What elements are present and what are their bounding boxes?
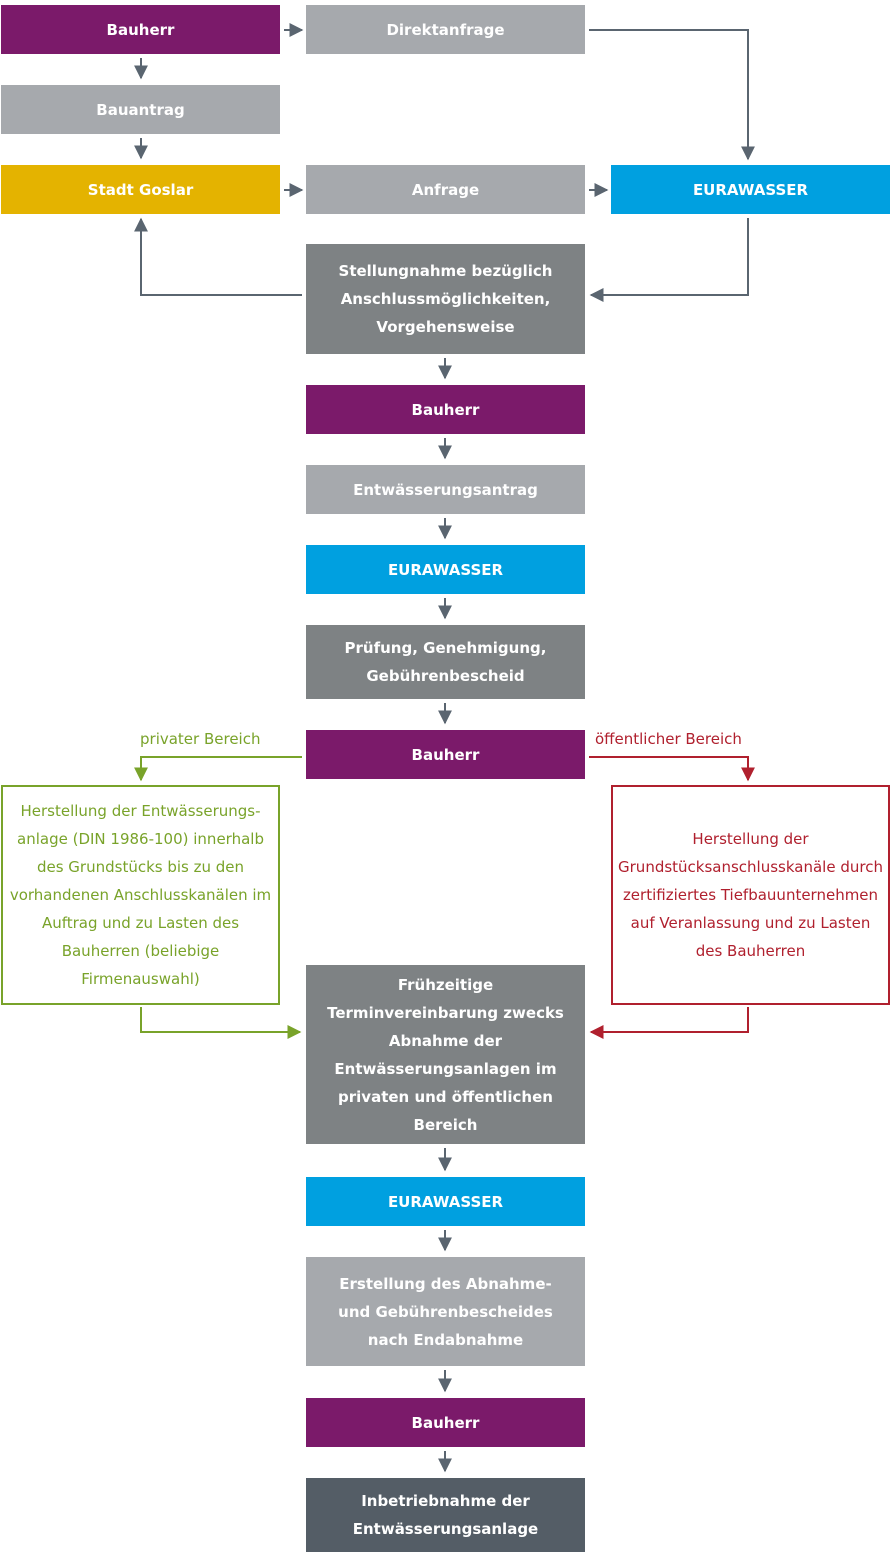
node-bauherr-start-label: Bauherr xyxy=(106,20,175,39)
node-terminvereinbarung: Frühzeitige Terminvereinbarung zwecks Ab… xyxy=(306,965,585,1144)
node-bauherr-2: Bauherr xyxy=(306,385,585,434)
arrow-private-to-terminvereinbarung xyxy=(140,1007,302,1039)
node-pruefung: Prüfung, Genehmigung, Gebührenbescheid xyxy=(306,625,585,699)
node-public-herstellung: Herstellung der Grundstücksanschlusskanä… xyxy=(611,785,890,1005)
node-stadt-goslar: Stadt Goslar xyxy=(1,165,280,214)
node-stellungnahme: Stellungnahme bezüglich Anschlussmöglich… xyxy=(306,244,585,354)
arrow-stellungnahme-to-stadt-goslar xyxy=(134,217,302,296)
node-inbetriebnahme: Inbetriebnahme der Entwässerungsanlage xyxy=(306,1478,585,1552)
node-private-herstellung: Herstellung der Entwässerungs-anlage (DI… xyxy=(1,785,280,1005)
node-bauherr-3-label: Bauherr xyxy=(411,745,480,764)
node-eurawasser-2: EURAWASSER xyxy=(306,545,585,594)
node-stellungnahme-label: Stellungnahme bezüglich Anschlussmöglich… xyxy=(338,262,553,336)
node-eurawasser-3-label: EURAWASSER xyxy=(387,1192,504,1211)
arrow-bauherr-to-public xyxy=(589,756,755,782)
node-bauherr-2-label: Bauherr xyxy=(411,400,480,419)
node-entwaesserungsantrag: Entwässerungsantrag xyxy=(306,465,585,514)
node-eurawasser-3: EURAWASSER xyxy=(306,1177,585,1226)
node-bauherr-3: Bauherr xyxy=(306,730,585,779)
node-bauantrag: Bauantrag xyxy=(1,85,280,134)
branch-label-public: öffentlicher Bereich xyxy=(595,730,742,748)
node-erstellung-label: Erstellung des Abnahme- und Gebührenbesc… xyxy=(338,1274,553,1349)
branch-label-private: privater Bereich xyxy=(140,730,261,748)
node-private-herstellung-label: Herstellung der Entwässerungs-anlage (DI… xyxy=(9,802,272,988)
node-pruefung-label: Prüfung, Genehmigung, Gebührenbescheid xyxy=(344,639,547,685)
node-direktanfrage-label: Direktanfrage xyxy=(386,20,505,39)
node-bauantrag-label: Bauantrag xyxy=(96,100,185,119)
node-anfrage: Anfrage xyxy=(306,165,585,214)
arrow-public-to-terminvereinbarung xyxy=(589,1007,749,1039)
node-eurawasser-2-label: EURAWASSER xyxy=(387,560,504,579)
node-terminvereinbarung-label: Frühzeitige Terminvereinbarung zwecks Ab… xyxy=(327,975,564,1134)
node-inbetriebnahme-label: Inbetriebnahme der Entwässerungsanlage xyxy=(352,1492,539,1538)
node-entwaesserungsantrag-label: Entwässerungsantrag xyxy=(353,480,538,499)
node-bauherr-4-label: Bauherr xyxy=(411,1413,480,1432)
node-stadt-goslar-label: Stadt Goslar xyxy=(87,180,194,199)
node-direktanfrage: Direktanfrage xyxy=(306,5,585,54)
node-eurawasser-1: EURAWASSER xyxy=(611,165,890,214)
node-bauherr-start: Bauherr xyxy=(1,5,280,54)
node-eurawasser-1-label: EURAWASSER xyxy=(692,180,809,199)
node-erstellung: Erstellung des Abnahme- und Gebührenbesc… xyxy=(306,1257,585,1366)
node-public-herstellung-label: Herstellung der Grundstücksanschlusskanä… xyxy=(618,830,883,960)
arrow-direktanfrage-to-eurawasser xyxy=(589,29,755,161)
arrow-bauherr-to-private xyxy=(134,756,302,782)
arrow-eurawasser-to-stellungnahme xyxy=(589,218,749,302)
node-anfrage-label: Anfrage xyxy=(411,180,480,199)
node-bauherr-4: Bauherr xyxy=(306,1398,585,1447)
